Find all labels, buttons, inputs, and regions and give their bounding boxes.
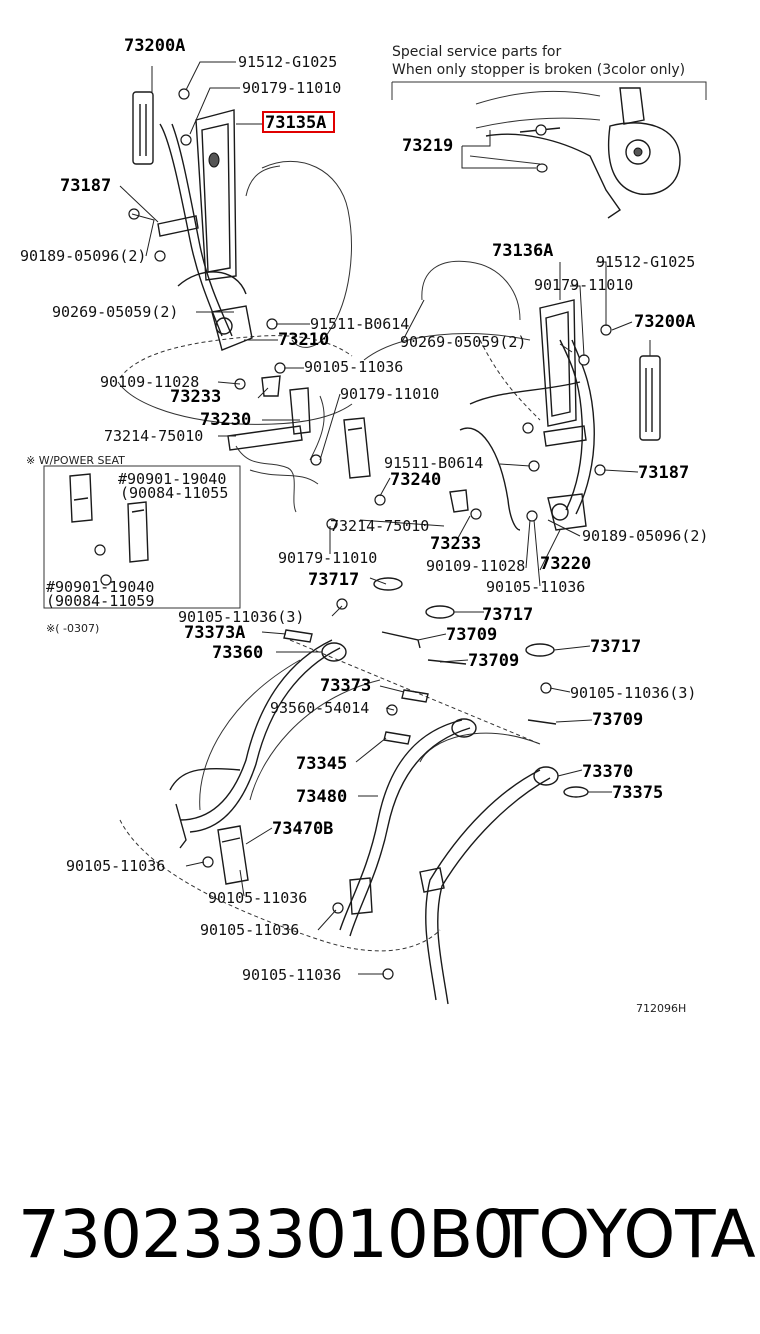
callout-73214-75010-left[interactable]: 73214-75010 bbox=[104, 427, 203, 445]
callout-73200a-right[interactable]: 73200A bbox=[634, 312, 695, 332]
callout-90179-11010-low[interactable]: 90179-11010 bbox=[278, 549, 377, 567]
callout-91511-b0614-left[interactable]: 91511-B0614 bbox=[310, 315, 409, 333]
special-service-note-line1: Special service parts for bbox=[392, 44, 561, 60]
callout-90105-11036-3-left[interactable]: 90105-11036(3) bbox=[178, 608, 304, 626]
callout-73373a[interactable]: 73373A bbox=[184, 623, 245, 643]
callout-90105-11036-f[interactable]: 90105-11036 bbox=[242, 966, 341, 984]
callout-73187-right[interactable]: 73187 bbox=[638, 463, 689, 483]
callout-73135a[interactable]: 73135A bbox=[265, 113, 326, 133]
power-seat-inset-drawing bbox=[43, 465, 241, 609]
callout-90189-05096-left[interactable]: 90189-05096(2) bbox=[20, 247, 146, 265]
callout-90179-11010-right[interactable]: 90179-11010 bbox=[534, 276, 633, 294]
footnote-mark: ※( -0307) bbox=[46, 622, 99, 635]
callout-73233-left[interactable]: 73233 bbox=[170, 387, 221, 407]
callout-73375[interactable]: 73375 bbox=[612, 783, 663, 803]
callout-90179-11010-mid[interactable]: 90179-11010 bbox=[340, 385, 439, 403]
callout-73709-c[interactable]: 73709 bbox=[592, 710, 643, 730]
callout-highlight-box bbox=[262, 111, 335, 133]
callout-73709-b[interactable]: 73709 bbox=[468, 651, 519, 671]
callout-73200a-left[interactable]: 73200A bbox=[124, 36, 185, 56]
callout-90109-11028-left[interactable]: 90109-11028 bbox=[100, 373, 199, 391]
callout-93560-54014[interactable]: 93560-54014 bbox=[270, 699, 369, 717]
callout-91511-b0614-right[interactable]: 91511-B0614 bbox=[384, 454, 483, 472]
callout-73370[interactable]: 73370 bbox=[582, 762, 633, 782]
front-right-seat-drawing bbox=[363, 260, 661, 531]
front-left-seat-drawing bbox=[117, 66, 353, 513]
callout-90105-11036-a[interactable]: 90105-11036 bbox=[304, 358, 403, 376]
callout-73214-75010-right[interactable]: 73214-75010 bbox=[330, 517, 429, 535]
brand-footer: TOYOTA bbox=[498, 1196, 756, 1273]
callout-73470b[interactable]: 73470B bbox=[272, 819, 333, 839]
power-seat-inset-title: ※ W/POWER SEAT bbox=[26, 454, 125, 467]
callout-73717-a[interactable]: 73717 bbox=[308, 570, 359, 590]
callout-73709-a[interactable]: 73709 bbox=[446, 625, 497, 645]
part-callouts: 73200A 91512-G1025 90179-11010 73135A 73… bbox=[20, 36, 708, 984]
special-service-note-line2: When only stopper is broken (3color only… bbox=[392, 62, 685, 78]
callout-73373[interactable]: 73373 bbox=[320, 676, 371, 696]
diagram-code: 712096H bbox=[636, 1002, 686, 1015]
callout-90179-11010-top[interactable]: 90179-11010 bbox=[242, 79, 341, 97]
fastener-markers bbox=[128, 88, 612, 530]
callout-90109-11028-right[interactable]: 90109-11028 bbox=[426, 557, 525, 575]
callout-90269-05059-left[interactable]: 90269-05059(2) bbox=[52, 303, 178, 321]
part-number-footer: 7302333010B0 bbox=[18, 1196, 514, 1273]
callout-90269-05059-right[interactable]: 90269-05059(2) bbox=[400, 333, 526, 351]
callout-73187-left[interactable]: 73187 bbox=[60, 176, 111, 196]
inset-label-b1: #90901-19040 bbox=[46, 578, 154, 596]
callout-73230[interactable]: 73230 bbox=[200, 410, 251, 430]
callout-73233-right[interactable]: 73233 bbox=[430, 534, 481, 554]
callout-90105-11036-e[interactable]: 90105-11036 bbox=[200, 921, 299, 939]
callout-73717-c[interactable]: 73717 bbox=[590, 637, 641, 657]
callout-73219[interactable]: 73219 bbox=[402, 136, 453, 156]
callout-90105-11036-d[interactable]: 90105-11036 bbox=[208, 889, 307, 907]
center-buckle-drawing bbox=[309, 395, 371, 479]
callout-73480[interactable]: 73480 bbox=[296, 787, 347, 807]
inset-label-b2: (90084-11059 bbox=[46, 592, 154, 610]
callout-73220[interactable]: 73220 bbox=[540, 554, 591, 574]
callout-73136a[interactable]: 73136A bbox=[492, 241, 553, 261]
callout-91512-g1025-left[interactable]: 91512-G1025 bbox=[238, 53, 337, 71]
leader-lines bbox=[119, 61, 651, 975]
callout-73360[interactable]: 73360 bbox=[212, 643, 263, 663]
callout-73717-b[interactable]: 73717 bbox=[482, 605, 533, 625]
inset-label-a1: #90901-19040 bbox=[118, 470, 226, 488]
special-service-parts-drawing bbox=[391, 81, 707, 219]
callout-90105-11036-b[interactable]: 90105-11036 bbox=[486, 578, 585, 596]
callout-73240[interactable]: 73240 bbox=[390, 470, 441, 490]
callout-73210[interactable]: 73210 bbox=[278, 330, 329, 350]
callout-91512-g1025-right[interactable]: 91512-G1025 bbox=[596, 253, 695, 271]
callout-90105-11036-c[interactable]: 90105-11036 bbox=[66, 857, 165, 875]
callout-90105-11036-3-right[interactable]: 90105-11036(3) bbox=[570, 684, 696, 702]
callout-73345[interactable]: 73345 bbox=[296, 754, 347, 774]
callout-90189-05096-right[interactable]: 90189-05096(2) bbox=[582, 527, 708, 545]
inset-label-a2: (90084-11055 bbox=[120, 484, 228, 502]
rear-seat-drawing bbox=[119, 577, 589, 1005]
